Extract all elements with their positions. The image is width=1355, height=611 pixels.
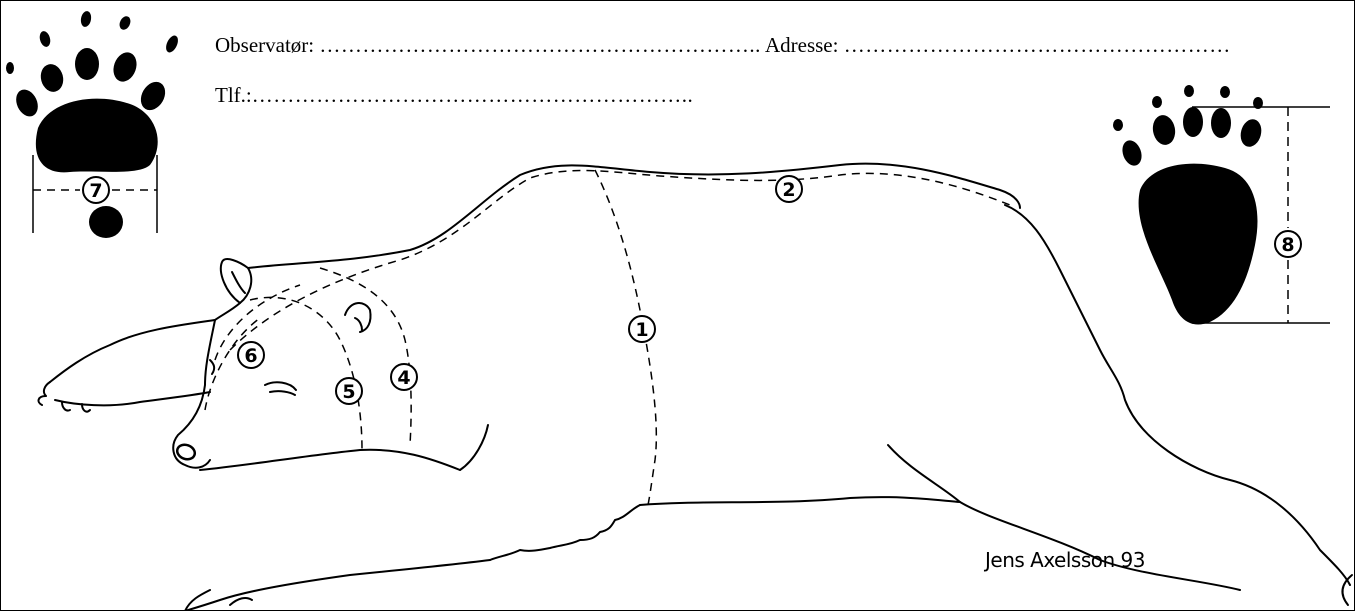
front-paw-print [6, 10, 180, 238]
measure-5-label: 5 [342, 381, 355, 403]
measure-2-label: 2 [782, 179, 795, 201]
measure-7-label: 7 [89, 180, 102, 202]
measure-8-label: 8 [1281, 234, 1294, 256]
measure-4-label: 4 [397, 367, 410, 389]
artist-credit: Jens Axelsson 93 [985, 548, 1145, 572]
measure-1-label: 1 [635, 319, 648, 341]
measure-6-label: 6 [244, 345, 257, 367]
hind-paw-print [1113, 85, 1264, 325]
measurement-circles [238, 176, 802, 404]
